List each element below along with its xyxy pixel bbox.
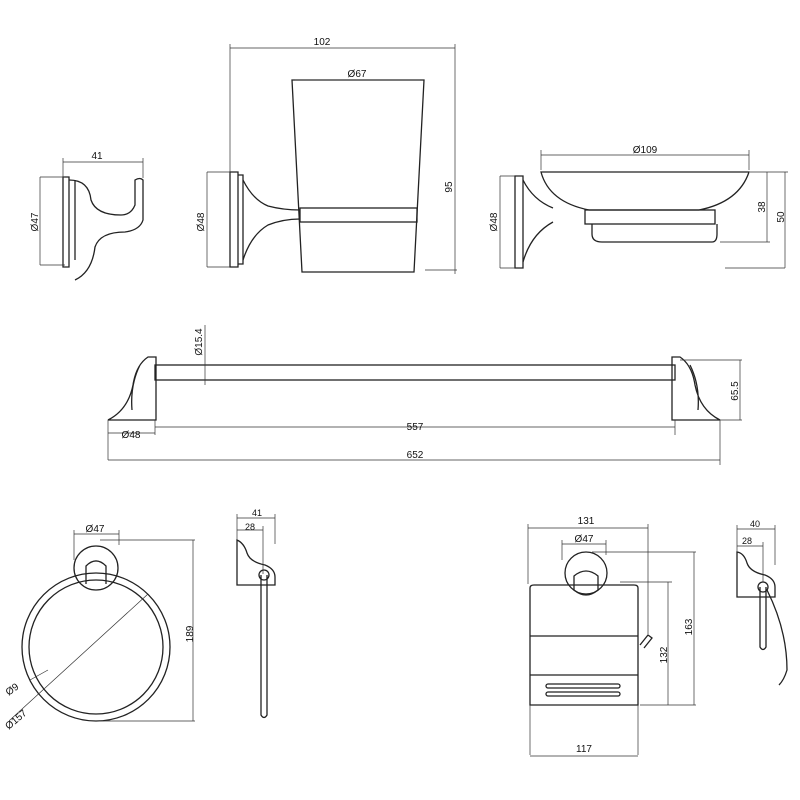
towel-bar-diameter-label: Ø15.4 bbox=[194, 328, 205, 356]
paper-holder-base-label: Ø47 bbox=[575, 534, 594, 545]
robe-hook-base-label: Ø47 bbox=[30, 212, 41, 231]
towel-bar-drawing: Ø15.4 65.5 Ø48 557 652 bbox=[107, 325, 742, 465]
soap-dish-diameter-label: Ø109 bbox=[633, 145, 658, 156]
robe-hook-drawing: 41 Ø47 bbox=[30, 151, 144, 281]
towel-bar-depth-label: 65.5 bbox=[730, 381, 741, 401]
towel-bar-base-label: Ø48 bbox=[122, 430, 141, 441]
paper-holder-width-label: 131 bbox=[578, 516, 595, 527]
paper-holder-cover-height-label: 132 bbox=[659, 646, 670, 663]
soap-dish-drawing: Ø109 Ø48 38 50 bbox=[489, 145, 788, 269]
soap-dish-height-label: 38 bbox=[757, 201, 768, 213]
towel-ring-diameter-label: Ø157 bbox=[3, 708, 29, 732]
soap-dish-base-label: Ø48 bbox=[489, 212, 500, 231]
tumbler-cup-diameter-label: Ø67 bbox=[348, 69, 367, 80]
paper-holder-side-offset-label: 28 bbox=[742, 536, 752, 546]
tumbler-height-label: 95 bbox=[444, 181, 455, 193]
towel-ring-rod-label: Ø9 bbox=[4, 681, 22, 698]
paper-holder-height-label: 163 bbox=[684, 618, 695, 635]
paper-holder-side-depth-label: 40 bbox=[750, 519, 760, 529]
towel-ring-height-label: 189 bbox=[185, 625, 196, 642]
towel-bar-inner-length-label: 557 bbox=[407, 422, 424, 433]
towel-bar-total-length-label: 652 bbox=[407, 450, 424, 461]
robe-hook-width-label: 41 bbox=[91, 151, 103, 162]
soap-dish-total-height-label: 50 bbox=[776, 211, 787, 223]
towel-ring-base-label: Ø47 bbox=[86, 524, 105, 535]
tumbler-base-label: Ø48 bbox=[196, 212, 207, 231]
paper-holder-drawing: 131 Ø47 163 132 117 40 28 bbox=[527, 516, 788, 757]
paper-holder-cover-width-label: 117 bbox=[576, 744, 592, 755]
tumbler-depth-label: 102 bbox=[314, 37, 331, 48]
towel-ring-side-depth-label: 41 bbox=[252, 508, 262, 518]
tumbler-holder-drawing: 102 Ø67 Ø48 95 bbox=[196, 37, 457, 274]
towel-ring-drawing: Ø47 189 Ø9 Ø157 41 28 bbox=[3, 508, 276, 732]
towel-ring-side-offset-label: 28 bbox=[245, 522, 255, 532]
